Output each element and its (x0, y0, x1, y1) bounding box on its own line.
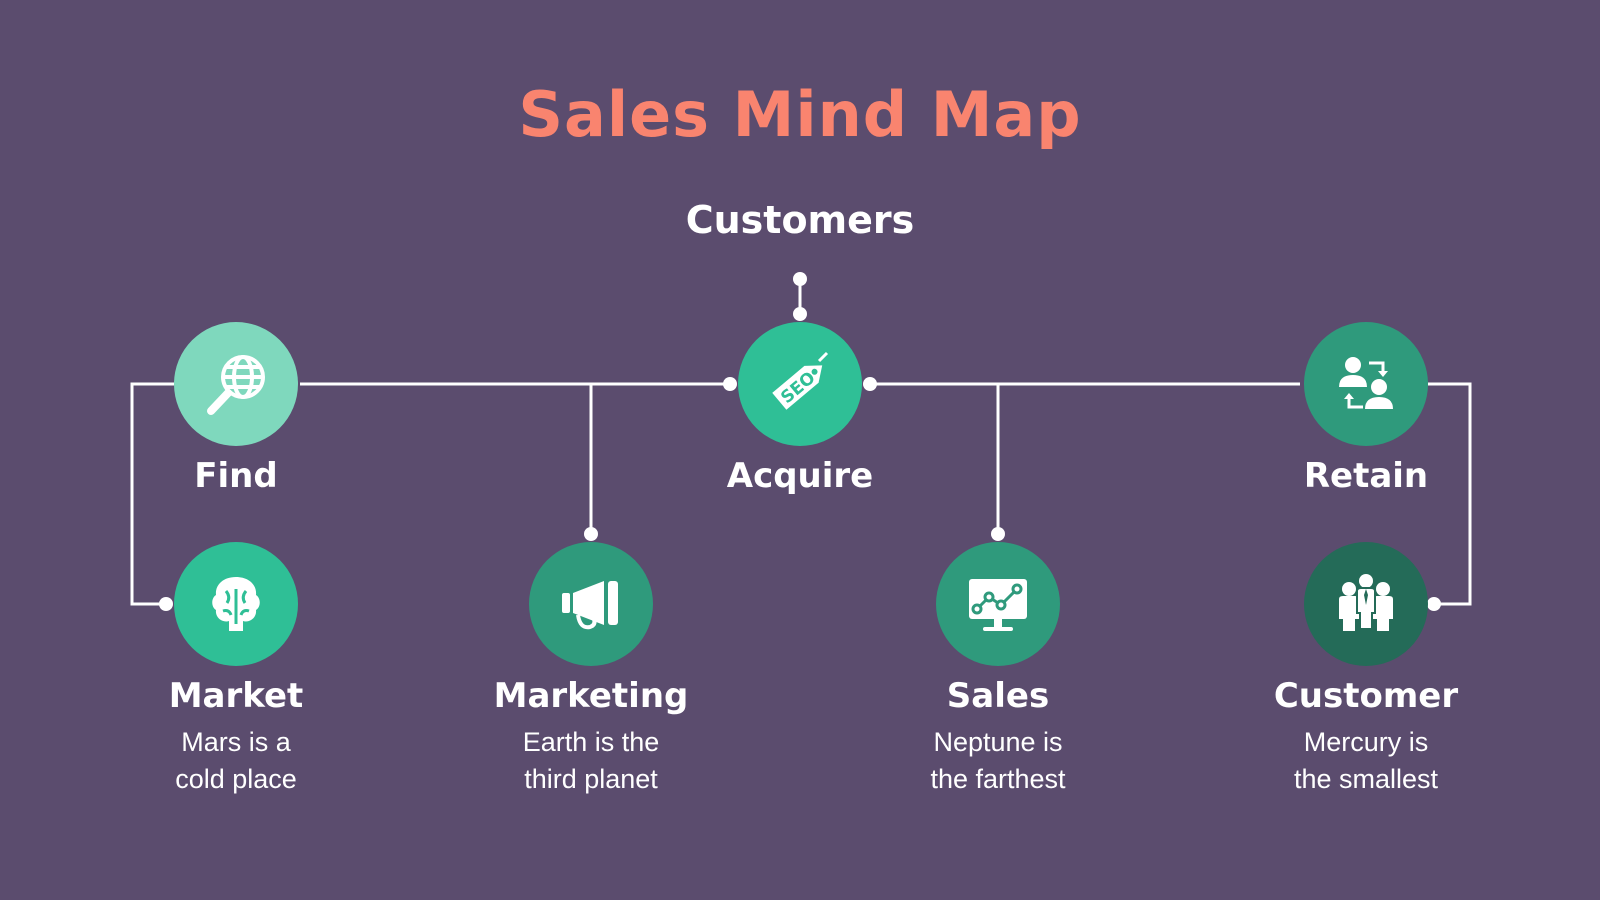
customer-description-line-2: the smallest (1293, 764, 1439, 794)
sales-description-line-2: the farthest (930, 764, 1066, 794)
connector-find-market (130, 382, 174, 606)
sales-description: Neptune is the farthest (868, 724, 1128, 798)
marketing-description-line-1: Earth is the (522, 727, 660, 757)
sales-label: Sales (946, 676, 1050, 716)
sales-node (936, 542, 1060, 666)
customer-node (1304, 542, 1428, 666)
marketing-node (529, 542, 653, 666)
market-node (174, 542, 298, 666)
customer-description: Mercury is the smallest (1236, 724, 1496, 798)
retain-label: Retain (1303, 456, 1429, 496)
seo-tag-icon: SEO (772, 351, 829, 410)
customer-description-line-1: Mercury is (1303, 727, 1429, 757)
customer-label: Customer (1273, 676, 1459, 716)
connector-dot (584, 527, 598, 541)
connector-dot (863, 377, 877, 391)
user-exchange-icon (1339, 357, 1393, 409)
market-description-line-1: Mars is a (181, 727, 291, 757)
connector-dot (1427, 597, 1441, 611)
retain-node (1304, 322, 1428, 446)
connector-dot (159, 597, 173, 611)
connector-dot (723, 377, 737, 391)
subtitle-customers: Customers (685, 198, 915, 242)
page-title: Sales Mind Map (518, 78, 1082, 151)
marketing-label: Marketing (493, 676, 689, 716)
brain-icon (212, 577, 260, 631)
marketing-description-line-2: third planet (524, 764, 658, 794)
globe-search-icon (207, 355, 265, 415)
market-label: Market (168, 676, 304, 716)
market-description-line-2: cold place (175, 764, 297, 794)
connector-dot (793, 272, 807, 286)
sales-description-line-1: Neptune is (933, 727, 1063, 757)
find-label: Find (194, 456, 278, 496)
marketing-description: Earth is the third planet (461, 724, 721, 798)
connector-dot (793, 307, 807, 321)
market-description: Mars is a cold place (106, 724, 366, 798)
find-node (174, 322, 298, 446)
connector-dot (991, 527, 1005, 541)
acquire-label: Acquire (726, 456, 874, 496)
connector-retain-customer (1428, 382, 1472, 606)
team-icon (1339, 574, 1393, 631)
megaphone-icon (562, 581, 618, 630)
monitor-chart-icon (969, 579, 1027, 631)
acquire-node: SEO (738, 322, 862, 446)
